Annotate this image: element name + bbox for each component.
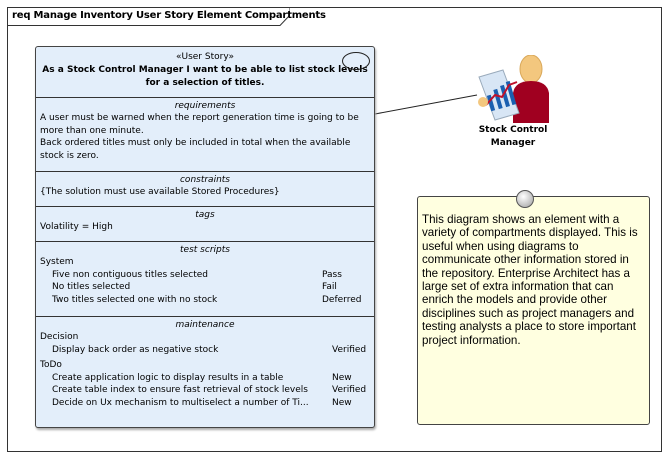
maintenance-name: Display back order as negative stock bbox=[52, 344, 219, 355]
compartment-caption: constraints bbox=[179, 175, 230, 185]
maintenance-row: Create application logic to display resu… bbox=[40, 372, 370, 385]
test-name: Two titles selected one with no stock bbox=[52, 294, 218, 305]
actor-label[interactable]: Stock Control Manager bbox=[468, 124, 558, 150]
diagram-frame bbox=[7, 7, 662, 452]
maintenance-group: ToDo bbox=[40, 360, 62, 371]
maintenance-status: New bbox=[332, 397, 352, 408]
test-row: Five non contiguous titles selected Pass bbox=[40, 269, 370, 282]
compartment-caption: requirements bbox=[174, 101, 236, 111]
frame-title: req Manage Inventory User Story Element … bbox=[12, 10, 326, 21]
test-name: Five non contiguous titles selected bbox=[52, 269, 209, 280]
maintenance-row: Display back order as negative stock Veri… bbox=[40, 344, 370, 357]
requirement-line: Back ordered titles must only be include… bbox=[40, 138, 351, 148]
frame-title-tab: req Manage Inventory User Story Element … bbox=[7, 7, 326, 26]
compartment-caption: test scripts bbox=[180, 245, 230, 255]
test-scripts-compartment: test scripts System Five non contiguous … bbox=[36, 241, 374, 316]
requirement-line: more than one minute. bbox=[40, 125, 144, 136]
test-row: Two titles selected one with no stock Def… bbox=[40, 294, 370, 307]
test-name: No titles selected bbox=[52, 282, 131, 293]
element-title-1: As a Stock Control Manager I want to be … bbox=[42, 65, 368, 75]
constraints-compartment: constraints {The solution must use avail… bbox=[36, 171, 374, 206]
requirements-compartment: requirements A user must be warned when … bbox=[36, 97, 374, 171]
actor-label-line: Stock Control bbox=[478, 125, 548, 135]
test-status: Pass bbox=[322, 269, 342, 280]
note-text: This diagram shows an element with a var… bbox=[422, 213, 638, 347]
compartment-caption: maintenance bbox=[175, 320, 235, 330]
test-status: Fail bbox=[322, 282, 337, 293]
compartment-caption: tags bbox=[195, 210, 215, 220]
maintenance-status: New bbox=[332, 372, 352, 383]
test-group: System bbox=[40, 257, 74, 267]
requirement-line: A user must be warned when the report ge… bbox=[40, 113, 359, 123]
note[interactable]: This diagram shows an element with a var… bbox=[417, 196, 650, 425]
test-row: No titles selected Fail bbox=[40, 281, 370, 294]
maintenance-compartment: maintenance Decision Display back order … bbox=[36, 316, 374, 427]
note-connector-knob-icon bbox=[516, 190, 534, 208]
maintenance-name: Decide on Ux mechanism to multiselect a … bbox=[52, 397, 309, 408]
user-story-element[interactable]: «User Story» As a Stock Control Manager … bbox=[35, 46, 375, 428]
maintenance-row: Decide on Ux mechanism to multiselect a … bbox=[40, 397, 370, 410]
stereotype: «User Story» bbox=[175, 52, 234, 62]
test-status: Deferred bbox=[322, 294, 362, 305]
maintenance-name: Create application logic to display resu… bbox=[52, 372, 284, 383]
user-story-oval-icon bbox=[342, 52, 370, 70]
maintenance-status: Verified bbox=[332, 344, 367, 355]
tag-line: Volatility = High bbox=[40, 222, 113, 232]
constraint-line: {The solution must use available Stored … bbox=[40, 187, 280, 197]
element-title-2: for a selection of titles. bbox=[145, 78, 265, 88]
maintenance-name: Create table index to ensure fast retrie… bbox=[52, 385, 308, 396]
element-header: «User Story» As a Stock Control Manager … bbox=[36, 47, 374, 97]
frame-tab bbox=[7, 7, 290, 26]
maintenance-status: Verified bbox=[332, 385, 367, 396]
business-actor-chart-icon[interactable] bbox=[475, 55, 555, 125]
actor-label-line: Manager bbox=[490, 138, 536, 148]
tags-compartment: tags Volatility = High bbox=[36, 206, 374, 241]
maintenance-row: Create table index to ensure fast retrie… bbox=[40, 384, 370, 397]
maintenance-group: Decision bbox=[40, 332, 79, 342]
requirement-line: stock is zero. bbox=[40, 150, 99, 161]
